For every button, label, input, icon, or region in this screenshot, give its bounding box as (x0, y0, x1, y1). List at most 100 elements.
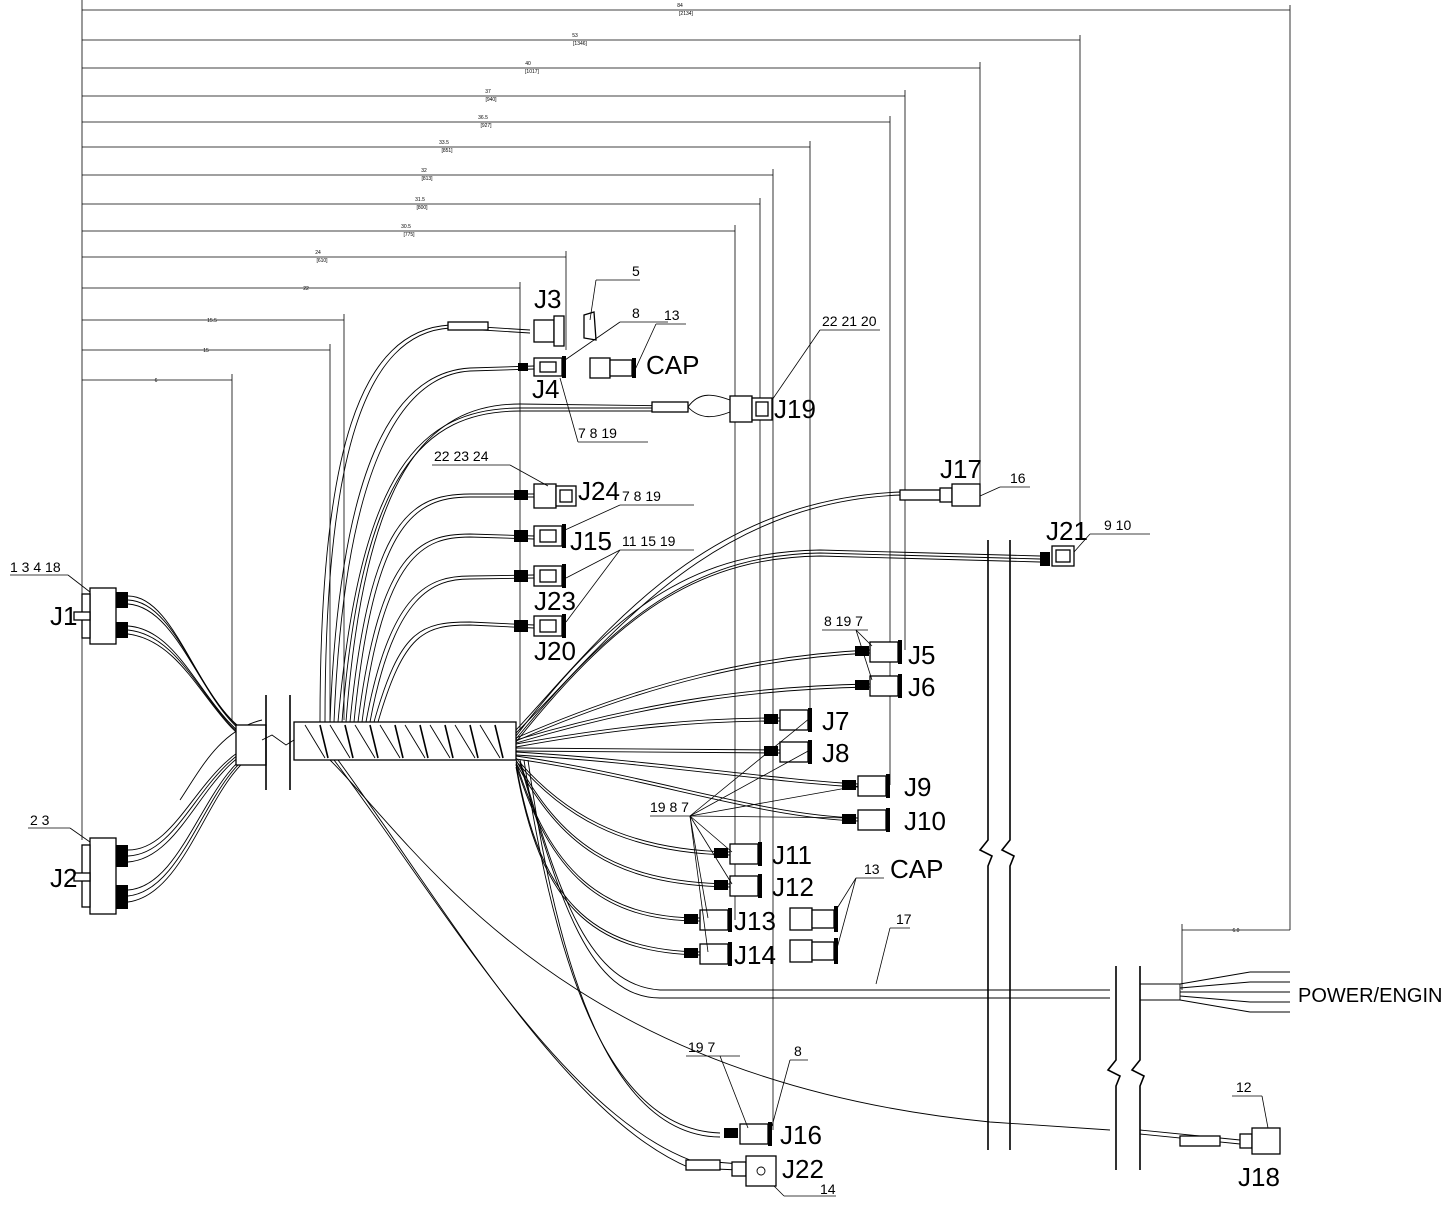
dim-sub: [1346] (573, 41, 588, 47)
j12-connector (714, 874, 762, 898)
j16-label: J16 (780, 1120, 822, 1150)
dim-label: 30.5 (401, 224, 411, 230)
j8-label: J8 (822, 738, 849, 768)
j5-label: J5 (908, 640, 935, 670)
j17-label: J17 (940, 454, 982, 484)
j1-connector (73, 587, 128, 645)
j7-connector (764, 708, 812, 732)
dim-label: 32 (421, 168, 427, 174)
j4-label: J4 (532, 374, 559, 404)
j6-label: J6 (908, 672, 935, 702)
j2-connector (73, 837, 128, 915)
dimension-lines (81, 0, 1291, 1130)
callout-12: 12 (1236, 1079, 1252, 1095)
j22-connector (685, 1155, 777, 1187)
callout-cap2: 13 (864, 861, 880, 877)
j1-label: J1 (50, 601, 77, 631)
callout-j5: 8 19 7 (824, 613, 863, 629)
dim-label: 22 (303, 286, 309, 292)
j19-label: J19 (774, 394, 816, 424)
j2-label: J2 (50, 863, 77, 893)
callout-j16-right: 8 (794, 1043, 802, 1059)
callout-j16-left: 19 7 (688, 1039, 715, 1055)
j13-label: J13 (734, 906, 776, 936)
j11-label: J11 (772, 840, 812, 870)
j14-connector (684, 942, 732, 966)
j3-connector (447, 311, 597, 347)
j23-label: J23 (534, 586, 576, 616)
j4-connector (518, 356, 566, 378)
callout-8: 8 (632, 305, 640, 321)
callout-16: 16 (1010, 470, 1026, 486)
j16-connector (724, 1122, 772, 1146)
callout-17: 17 (896, 911, 912, 927)
power-label: POWER/ENGIN (1298, 985, 1442, 1007)
dim-label: 84 (677, 3, 683, 9)
right-branches (329, 491, 1111, 1171)
cap-top-label: CAP (646, 350, 699, 380)
j15-connector (514, 524, 566, 548)
callout-j1: 1 3 4 18 (10, 559, 61, 575)
upper-branches (319, 324, 681, 723)
j23-connector (514, 564, 566, 588)
dim-sub: [610] (316, 258, 328, 264)
j17-connector (899, 483, 981, 507)
j11-connector (714, 842, 762, 866)
break-lines (978, 540, 1290, 1170)
callout-5: 5 (632, 263, 640, 279)
j22-label: J22 (782, 1154, 824, 1184)
dim-sub: [1017] (525, 69, 540, 75)
leader-lines (10, 279, 1269, 1197)
callout-j15: 7 8 19 (622, 488, 661, 504)
dimension-labels: 84 [2134] 53 [1346] 40 [1017] 37 [940] 3… (155, 3, 1240, 934)
dim-sub: [813] (421, 176, 433, 182)
j6-connector (855, 674, 902, 698)
j18-connector (1179, 1127, 1281, 1155)
dim-label: 53 (572, 33, 578, 39)
callout-labels: 1 3 4 18 2 3 5 8 13 7 8 19 22 21 20 22 2… (10, 263, 1252, 1197)
j21-label: J21 (1046, 516, 1088, 546)
j8-connector (764, 740, 812, 764)
dim-label: 6.0 (1233, 928, 1240, 934)
dim-label: 15 (203, 348, 209, 354)
j24-label: J24 (578, 476, 620, 506)
j20-connector (514, 614, 566, 638)
j9-label: J9 (904, 772, 931, 802)
j18-label: J18 (1238, 1162, 1280, 1192)
dim-sub: [800] (416, 205, 428, 211)
j9-connector (842, 774, 890, 798)
callout-j4-bottom: 7 8 19 (578, 425, 617, 441)
j10-connector (842, 808, 890, 832)
j24-connector (514, 483, 577, 509)
connector-labels: J1 J2 J3 J4 CAP J19 J24 J15 J23 J20 J17 … (50, 284, 1442, 1192)
dim-sub: [775] (403, 232, 415, 238)
dim-label: 6 (155, 378, 158, 384)
j15-label: J15 (570, 526, 612, 556)
callout-14: 14 (820, 1181, 836, 1197)
callout-j19: 22 21 20 (822, 313, 877, 329)
callout-j24: 22 23 24 (434, 448, 489, 464)
dim-sub: [851] (441, 148, 453, 154)
j12-label: J12 (772, 872, 814, 902)
dim-sub: [2134] (679, 11, 694, 17)
dim-label: 40 (525, 61, 531, 67)
dim-label: 37 (485, 89, 491, 95)
callout-j21: 9 10 (1104, 517, 1131, 533)
callout-13: 13 (664, 307, 680, 323)
j7-label: J7 (822, 706, 849, 736)
cap-mid (789, 906, 838, 964)
dim-label: 15.5 (207, 318, 217, 324)
j21-connector (1040, 545, 1075, 567)
callout-j23: 11 15 19 (622, 533, 676, 549)
j13-connector (684, 908, 732, 932)
j19-connector (651, 394, 773, 423)
dim-label: 36.5 (478, 115, 488, 121)
j10-label: J10 (904, 806, 946, 836)
j3-label: J3 (534, 284, 561, 314)
callout-j2: 2 3 (30, 812, 50, 828)
cap-mid-label: CAP (890, 854, 943, 884)
j14-label: J14 (734, 940, 776, 970)
dim-label: 24 (315, 250, 321, 256)
